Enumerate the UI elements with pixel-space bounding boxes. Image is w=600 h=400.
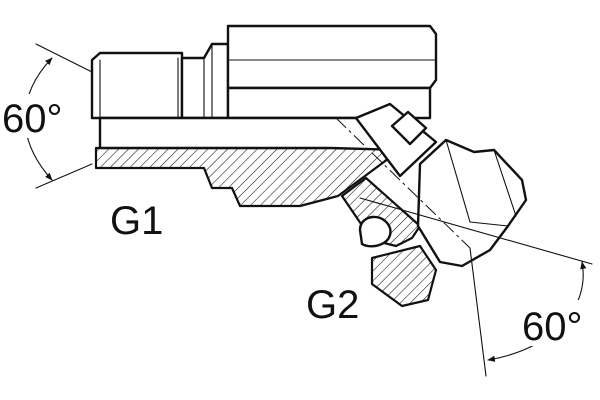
branch-tube <box>354 102 438 178</box>
section-nut <box>370 244 438 308</box>
thread-label-g2: G2 <box>306 283 359 327</box>
inner-bore-straight <box>98 116 402 152</box>
angle-label-left: 60° <box>2 97 63 141</box>
angle-dimension-right: 60° <box>487 261 600 362</box>
straight-body <box>90 24 438 120</box>
hex-body <box>226 24 438 90</box>
section-cut <box>94 116 438 308</box>
axis-extension <box>359 197 593 265</box>
nut-face <box>469 221 509 227</box>
dim-right-mask <box>520 300 600 346</box>
male-thread-end <box>90 51 184 120</box>
axis-angled <box>335 117 471 249</box>
dim-left-ext-bottom <box>35 163 93 189</box>
collar <box>180 42 230 120</box>
angled-branch <box>354 102 528 268</box>
thread-label-g1: G1 <box>110 199 163 243</box>
angle-dimension-left: 60° <box>0 43 93 189</box>
nut-edge-2 <box>493 149 517 217</box>
nut-edge-1 <box>445 139 471 223</box>
axis-vertical-ext <box>469 247 487 377</box>
swivel-hex-nut <box>416 138 528 268</box>
angle-label-right: 60° <box>522 305 583 349</box>
o-ring-seat <box>358 215 392 248</box>
branch-collar <box>390 110 428 146</box>
centre-lines <box>92 117 593 377</box>
dim-left-mask <box>0 94 84 138</box>
dim-left-ext-top <box>35 43 93 73</box>
